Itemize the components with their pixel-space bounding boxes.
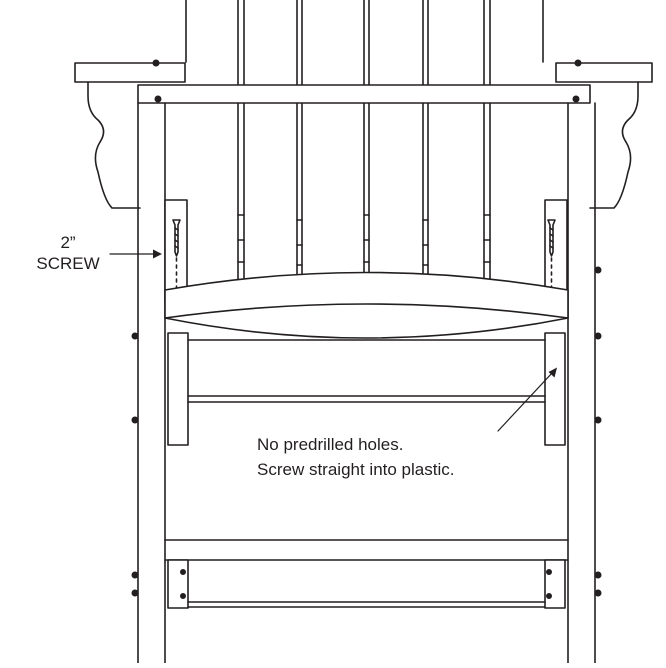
left-front-leg [137,102,166,664]
screw-size-label: 2” [60,233,76,252]
leg-bolts [131,266,602,597]
right-front-leg [567,102,596,664]
curved-seat-slat [164,271,569,339]
right-armrest [555,59,653,209]
note-line-1: No predrilled holes. [257,435,404,454]
screw-label: SCREW [36,254,100,273]
seat-supports [167,332,566,446]
right-screw [547,219,556,297]
left-armrest [74,59,186,209]
note-leader-arrow [497,367,557,432]
screw-leader-arrow [109,249,162,259]
lower-rungs [164,539,569,609]
back-slats [185,0,544,291]
top-crossbar [137,84,591,104]
note-line-2: Screw straight into plastic. [257,460,455,479]
